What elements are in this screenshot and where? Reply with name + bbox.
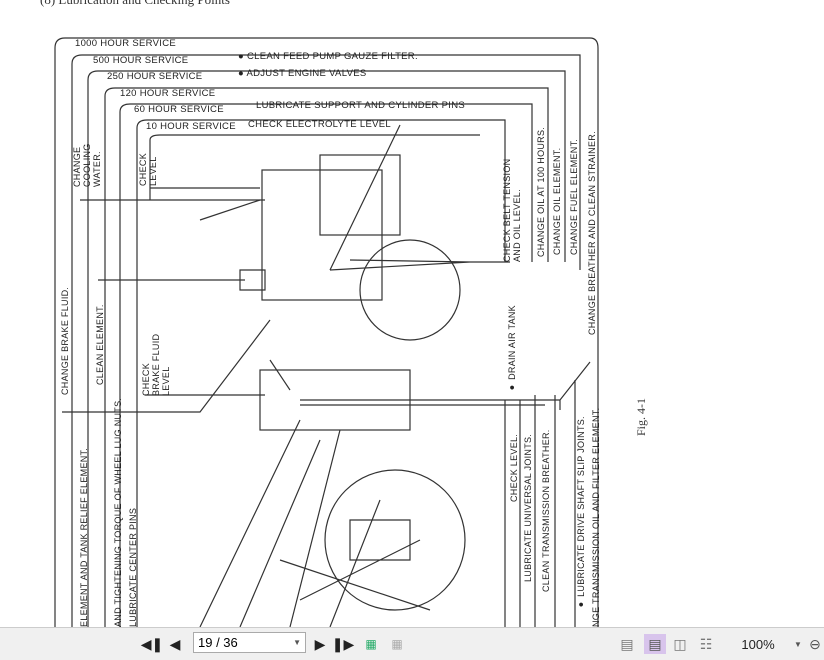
interval-500-item: ● CLEAN FEED PUMP GAUZE FILTER. (238, 51, 418, 62)
single-page-icon[interactable]: ▤ (620, 635, 634, 652)
label-drain-air: ● DRAIN AIR TANK (507, 305, 517, 393)
interval-10-item: CHECK ELECTROLYTE LEVEL (248, 119, 391, 130)
two-page-continuous-icon[interactable]: ☷ (699, 635, 713, 652)
interval-250: 250 HOUR SERVICE (107, 71, 203, 82)
label-trans-breather: CLEAN TRANSMISSION BREATHER. (541, 429, 551, 592)
interval-500: 500 HOUR SERVICE (93, 55, 189, 66)
label-belt-tension: CHECK BELT TENSION AND OIL LEVEL. (502, 158, 522, 262)
label-oil-100: CHANGE OIL AT 100 HOURS. (536, 126, 546, 257)
interval-60-item: LUBRICATE SUPPORT AND CYLINDER PINS (256, 100, 465, 111)
label-oil-element: CHANGE OIL ELEMENT. (552, 147, 562, 255)
label-check-brake-fluid: CHECK BRAKE FLUID LEVEL (141, 333, 171, 396)
pdf-toolbar: ◀❚ ◀ 19 / 36 ▼ ▶ ❚▶ ▦ ▦ ▤ ▤ ◫ ☷ 100% ▼ ⊖ (0, 627, 824, 660)
label-tank-relief: ELEMENT AND TANK RELIEF ELEMENT. (79, 447, 89, 627)
page-number-value: 19 / 36 (198, 635, 238, 650)
prev-page-icon[interactable]: ◀ (169, 635, 181, 652)
continuous-page-icon[interactable]: ▤ (644, 634, 666, 654)
last-page-icon[interactable]: ❚▶ (331, 635, 355, 652)
label-slip-joints: ● LUBRICATE DRIVE SHAFT SLIP JOINTS. (576, 416, 586, 610)
chevron-down-icon[interactable]: ▼ (293, 638, 301, 647)
diagram-lines (54, 37, 599, 627)
interval-250-item: ● ADJUST ENGINE VALVES (238, 68, 367, 79)
label-check-level: CHECK LEVEL (138, 152, 158, 186)
label-wheel-lug: AND TIGHTENING TORQUE OF WHEEL LUG NUTS. (113, 397, 123, 627)
interval-1000: 1000 HOUR SERVICE (75, 38, 177, 49)
figure-label: Fig. 4-1 (634, 398, 648, 437)
zoom-dropdown-icon[interactable]: ▼ (794, 639, 802, 649)
interval-60: 60 HOUR SERVICE (134, 104, 224, 115)
next-page-icon[interactable]: ▶ (314, 635, 326, 652)
page-number-input[interactable]: 19 / 36 ▼ (193, 632, 306, 653)
label-breather: CHANGE BREATHER AND CLEAN STRAINER. (587, 131, 597, 335)
interval-10: 10 HOUR SERVICE (146, 121, 236, 132)
first-page-icon[interactable]: ◀❚ (140, 635, 164, 652)
label-change-brake-fluid: CHANGE BRAKE FLUID. (60, 286, 70, 395)
extract-page-icon[interactable]: ▦ (365, 637, 377, 651)
zoom-level[interactable]: 100% (741, 636, 775, 652)
label-change-cooling-water: CHANGE COOLING WATER. (72, 143, 102, 187)
label-trans-oil: NGE TRANSMISSION OIL AND FILTER ELEMENT. (591, 407, 601, 627)
label-center-pins: LUBRICATE CENTER PINS (128, 507, 138, 627)
two-page-icon[interactable]: ◫ (673, 635, 687, 652)
label-universal-joints: LUBRICATE UNIVERSAL JOINTS. (523, 433, 533, 582)
label-fuel-element: CHANGE FUEL ELEMENT. (569, 138, 579, 255)
section-header: (8) Lubrication and Checking Points (40, 0, 230, 8)
label-clean-element: CLEAN ELEMENT. (95, 304, 105, 385)
interval-120: 120 HOUR SERVICE (120, 88, 216, 99)
label-check-level-right: CHECK LEVEL. (509, 433, 519, 502)
pdf-page: (8) Lubrication and Checking Points 1000… (40, 0, 648, 627)
zoom-out-icon[interactable]: ⊖ (809, 635, 821, 652)
insert-page-icon[interactable]: ▦ (391, 637, 403, 651)
